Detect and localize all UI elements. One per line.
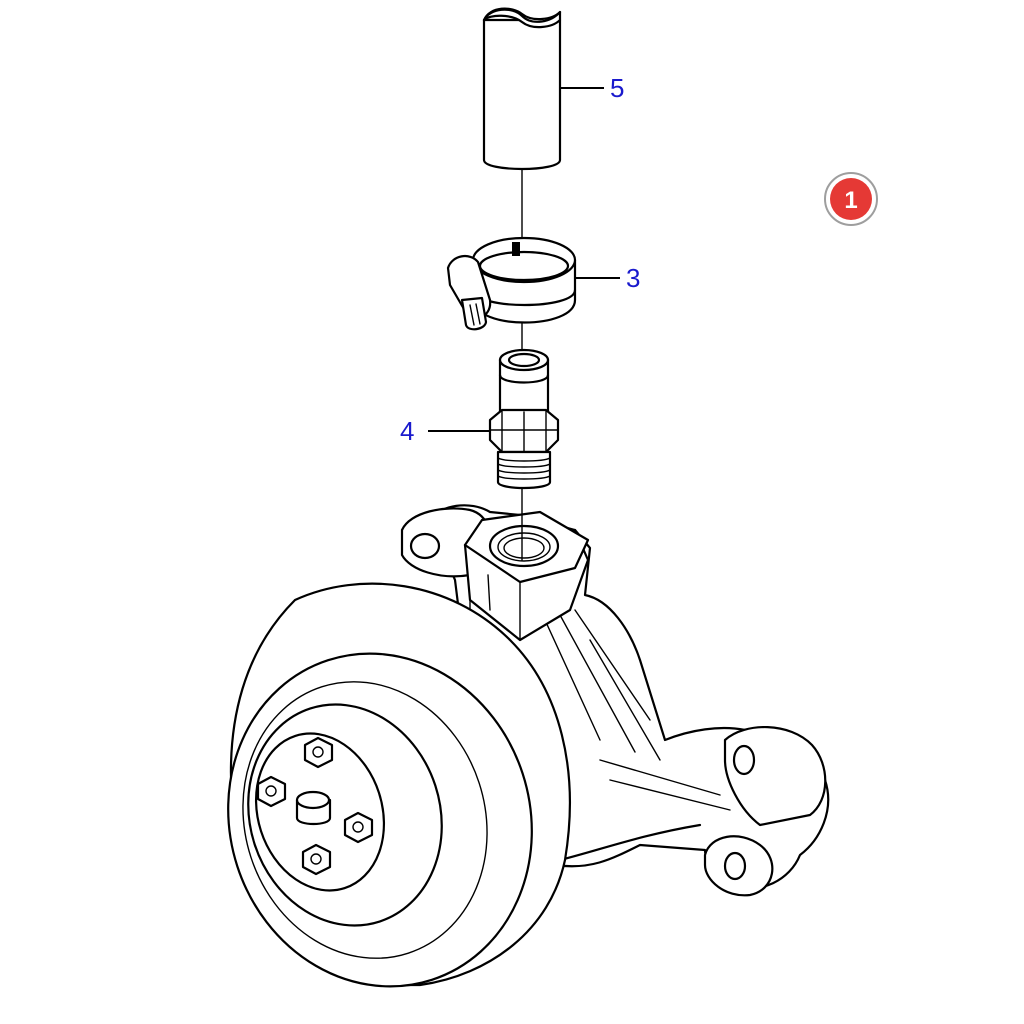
hub-bolt-right — [343, 811, 374, 844]
nipple-thread-body — [496, 450, 552, 490]
clamp-screw-slot — [469, 303, 481, 326]
hose-body — [482, 18, 562, 171]
hose-clamp — [446, 236, 577, 331]
hose-broken-edge — [482, 8, 562, 23]
badge-number: 1 — [844, 187, 857, 214]
pulley-face-ring-1 — [242, 681, 488, 959]
hub-bolt-top — [303, 736, 334, 769]
pulley-face-ring-2 — [247, 703, 443, 927]
outlet-port-thread-2 — [503, 537, 545, 559]
left-ear-bolt-hole — [409, 532, 441, 560]
outlet-port — [488, 524, 560, 568]
hose — [482, 7, 562, 171]
nipple-barb-ridge — [498, 373, 550, 384]
pulley-shaft — [295, 790, 332, 826]
clamp-band-slot — [512, 242, 520, 256]
arm-detail — [544, 609, 731, 811]
pulley — [227, 582, 571, 988]
callout-nipple: 4 — [400, 416, 414, 446]
outlet-port-thread — [497, 532, 551, 562]
arm-lower-edge — [558, 823, 702, 862]
nipple-threads — [497, 457, 551, 480]
hub-bolt-left — [256, 775, 287, 808]
nipple-top-opening — [498, 348, 550, 372]
callout-clamp: 3 — [626, 263, 640, 293]
nipple-top-inner — [507, 352, 541, 368]
callout-hose: 5 — [610, 73, 624, 103]
right-ear-bolt-hole — [732, 744, 756, 776]
hose-nipple — [488, 348, 560, 490]
lower-ear-bolt-hole — [723, 851, 747, 881]
diagram-number-badge: 1 — [824, 172, 878, 226]
hub-bolt-bottom — [301, 843, 332, 876]
nipple-hex-facets — [489, 409, 559, 453]
